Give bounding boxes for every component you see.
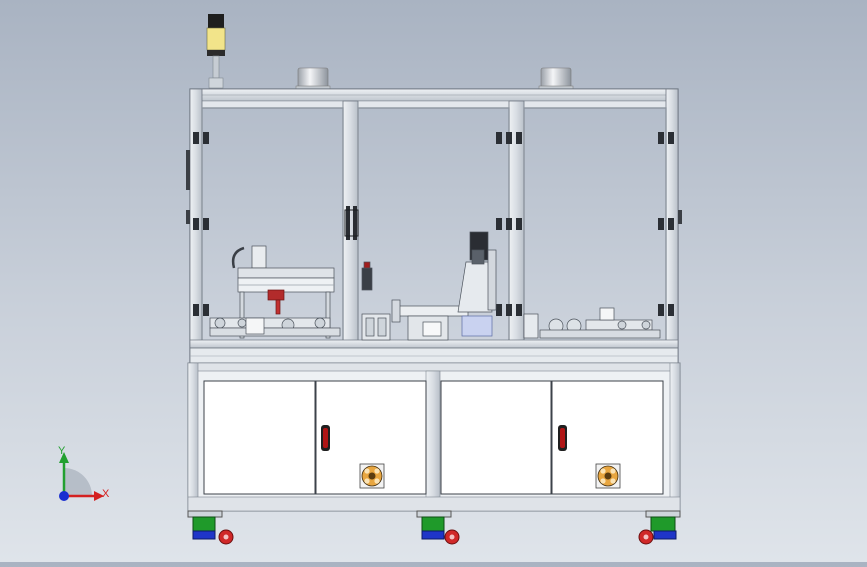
tower-light-base-ring xyxy=(207,50,225,56)
tower-light-mount xyxy=(208,77,224,89)
right-station-mechanism xyxy=(523,307,661,339)
cabinet-door-3 xyxy=(440,380,552,495)
y-axis-label: Y xyxy=(58,445,66,457)
top-fan-right xyxy=(538,67,574,91)
middle-station-mechanism xyxy=(361,231,497,341)
tower-light-pole xyxy=(212,55,220,79)
upper-door-handles xyxy=(344,206,359,240)
door-hinges xyxy=(186,132,682,316)
coordinate-triad: Y X xyxy=(58,445,110,501)
cabinet-vent-fan-right xyxy=(595,463,621,489)
tower-light-cap xyxy=(208,14,224,28)
cabinet-handle-left[interactable] xyxy=(321,425,330,451)
cabinet-doors[interactable] xyxy=(203,380,664,495)
caster-middle xyxy=(416,510,460,545)
z-axis-dot xyxy=(59,491,69,501)
cabinet-door-4 xyxy=(551,380,664,495)
top-fan-left xyxy=(295,67,331,91)
cabinet-door-1 xyxy=(203,380,316,495)
left-station-mechanism xyxy=(209,245,341,339)
x-axis-label: X xyxy=(102,488,110,500)
cabinet-handle-right[interactable] xyxy=(558,425,567,451)
caster-left xyxy=(187,510,234,545)
caster-right xyxy=(638,510,681,545)
cabinet-vent-fan-left xyxy=(359,463,385,489)
tower-light-amber-lamp xyxy=(206,27,226,51)
tower-light xyxy=(206,14,226,89)
